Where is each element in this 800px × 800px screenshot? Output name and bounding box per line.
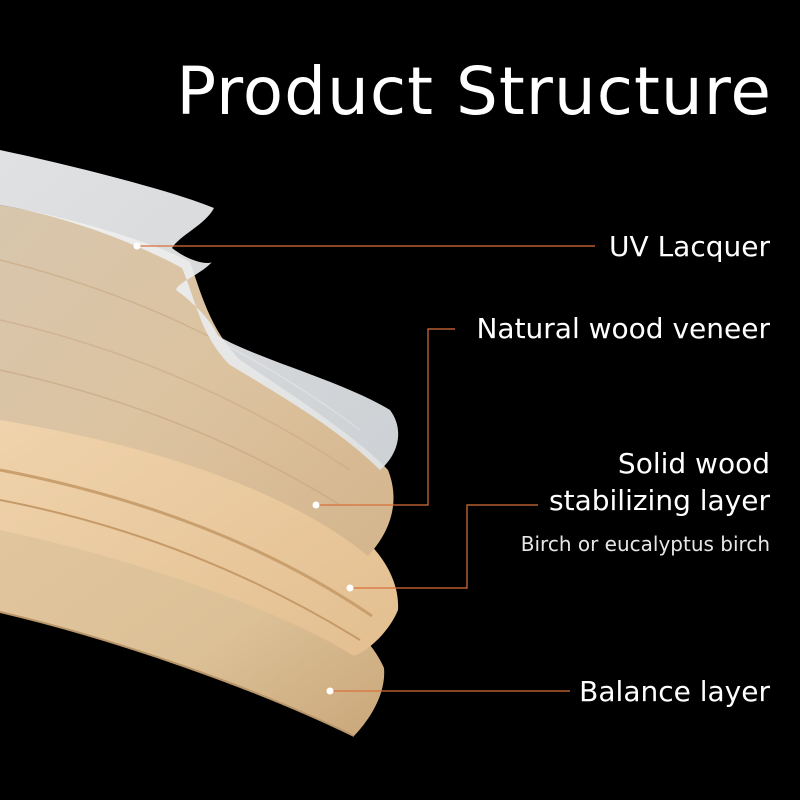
stabilizing-layer-lamination-2 [0,499,361,641]
stabilizing-dot [346,584,354,592]
balance-layer-edge [0,611,355,737]
stabilizing-label-line1: Solid wood [617,447,770,480]
veneer-label: Natural wood veneer [476,312,770,345]
stabilizing-layer-shape [0,410,399,656]
veneer-leader [316,328,455,506]
veneer-layer-shape [0,205,394,556]
veneer-dot [312,501,320,509]
uv-lacquer-label: UV Lacquer [609,230,770,263]
stabilizing-leader [350,504,538,589]
balance-dot [326,687,334,695]
diagram-title: Product Structure [176,53,772,130]
stabilizing-note: Birch or eucalyptus birch [520,532,770,556]
veneer-grain-2 [0,319,351,471]
stabilizing-layer-lamination [0,468,373,618]
uv-lacquer-dot [133,242,141,250]
balance-label: Balance layer [579,675,770,708]
uv-lacquer-shape [0,150,399,470]
stabilizing-label-line2: stabilizing layer [549,484,770,517]
veneer-grain-3 [0,369,341,506]
